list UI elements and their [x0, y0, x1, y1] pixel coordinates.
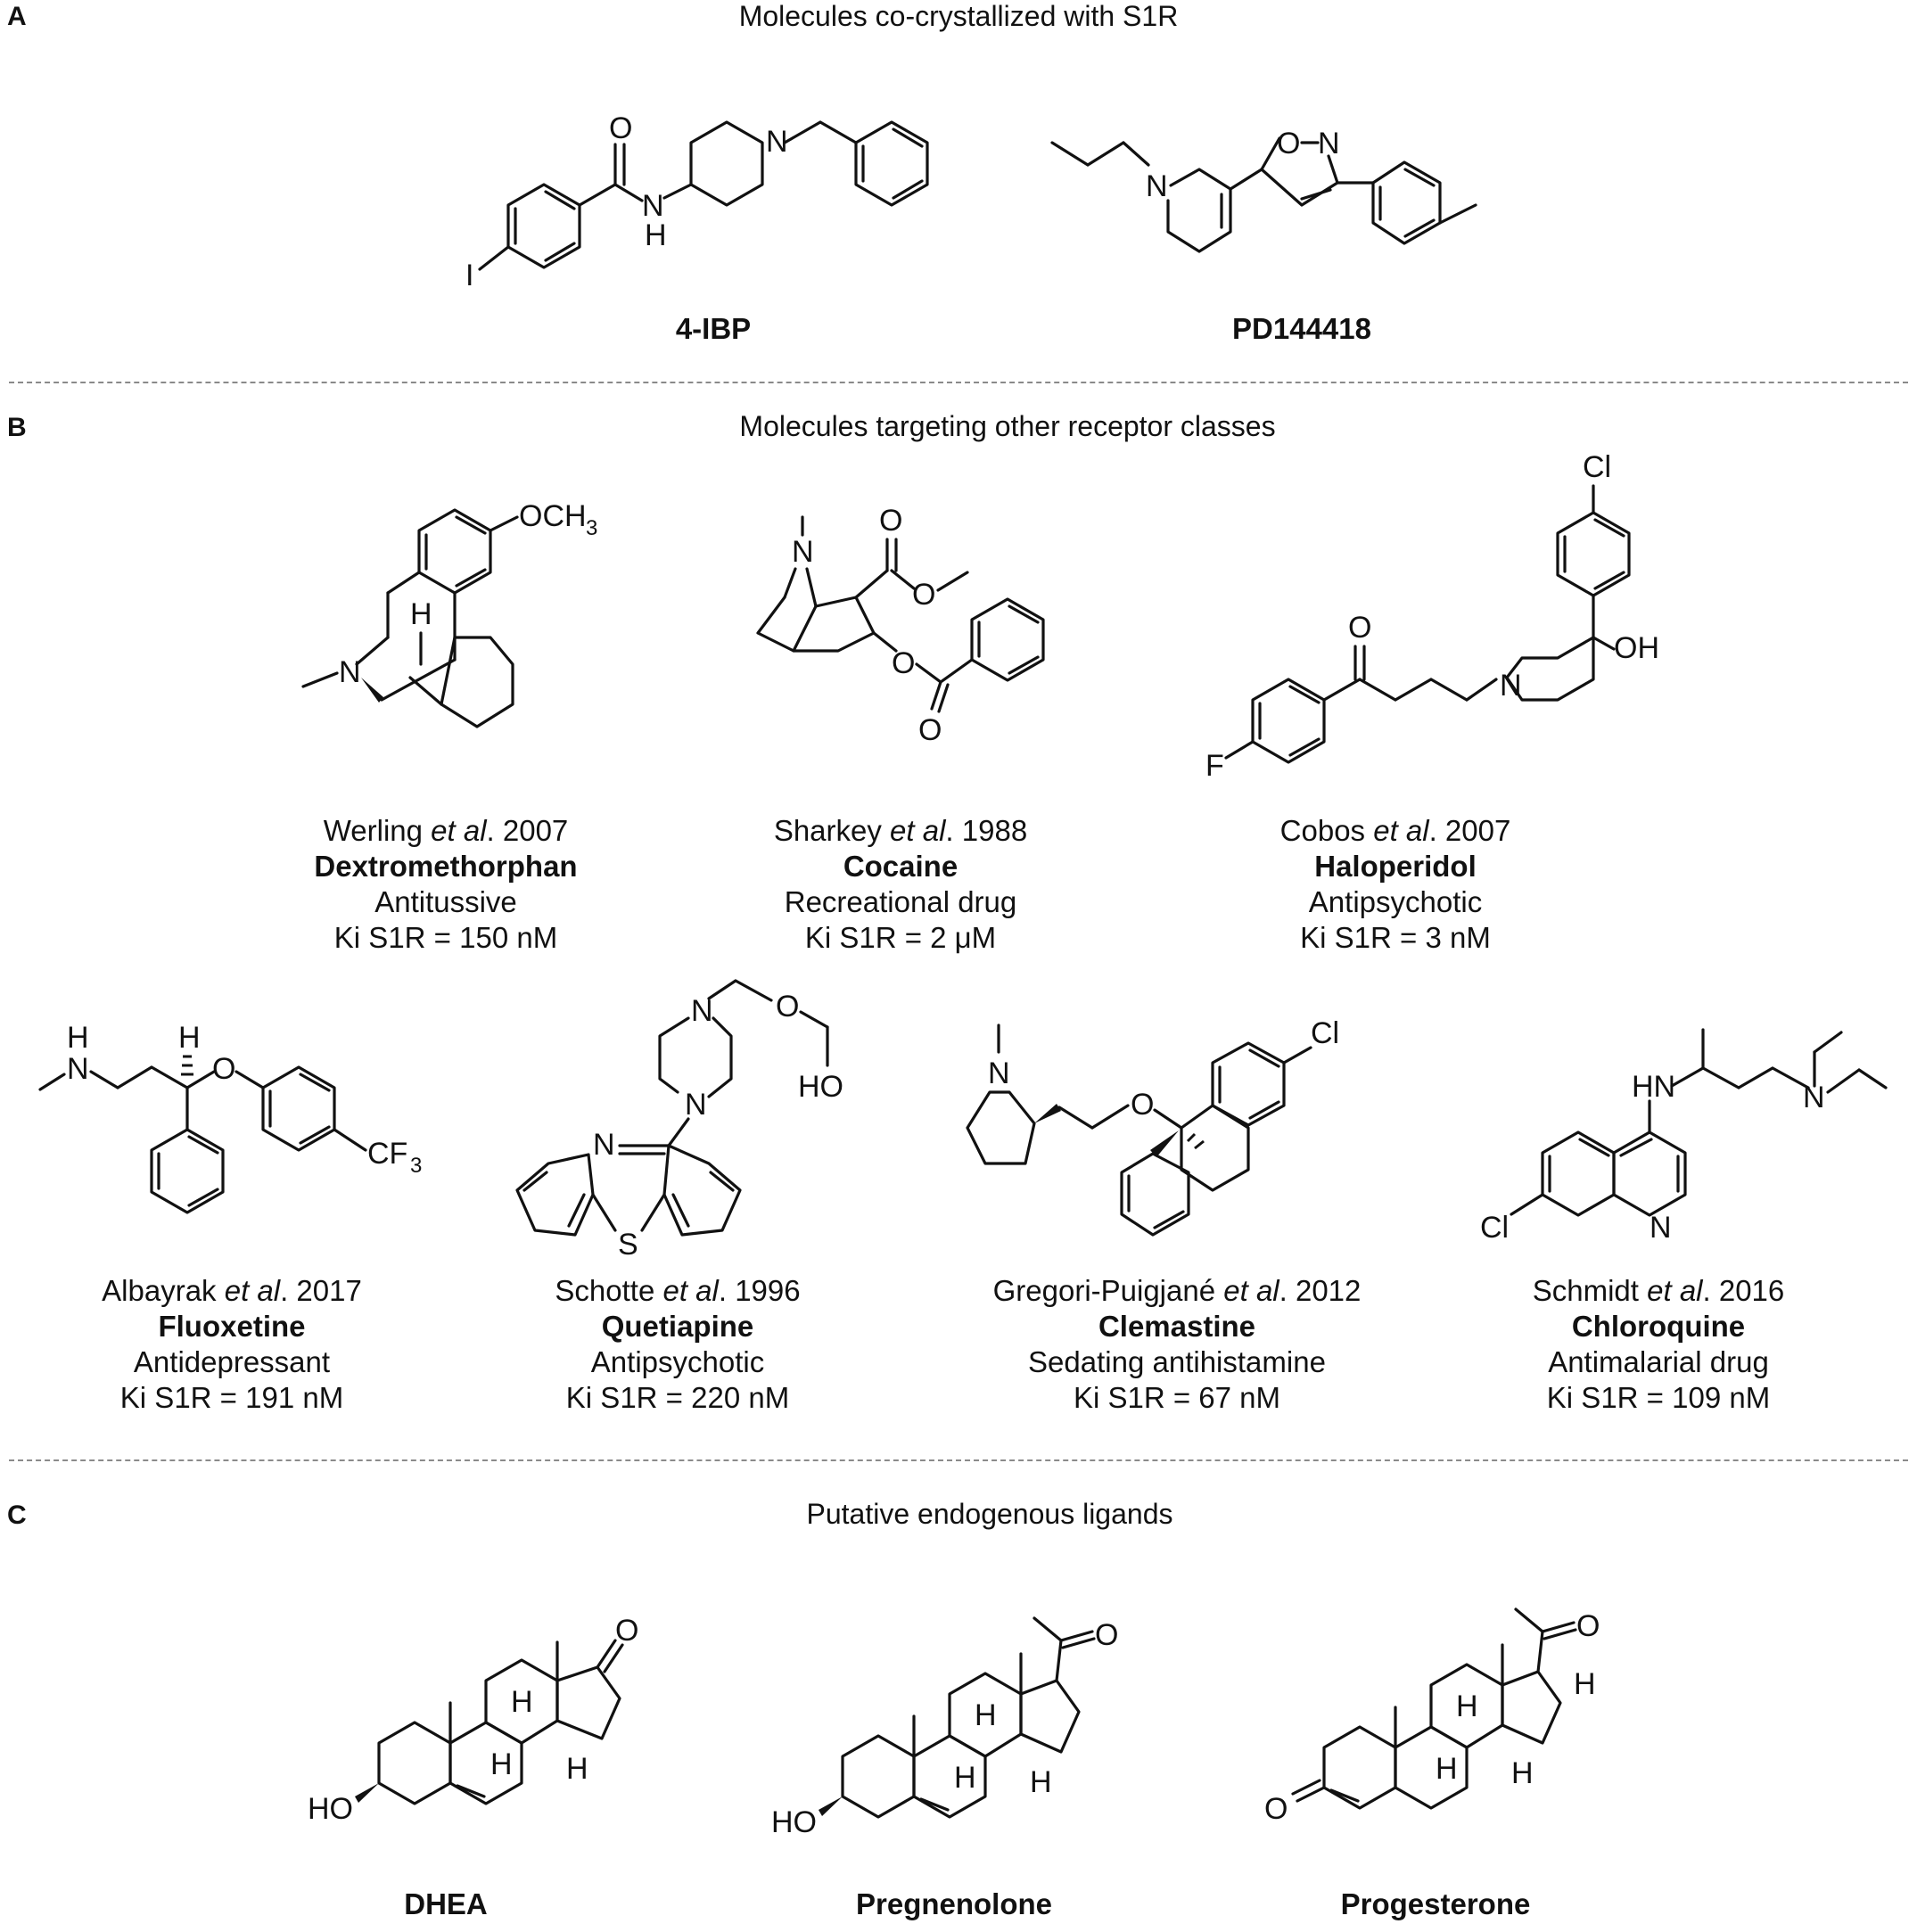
caption-chloroquine: Schmidt et al. 2016 Chloroquine Antimala… [1453, 1273, 1864, 1416]
svg-text:N: N [792, 535, 814, 569]
compound-name-cocaine: Cocaine [843, 850, 958, 883]
svg-text:H: H [67, 1021, 89, 1055]
svg-text:HN: HN [1632, 1070, 1675, 1104]
compound-name-pd144418: PD144418 [1232, 312, 1371, 345]
svg-text:H: H [975, 1698, 997, 1732]
svg-text:N: N [1650, 1211, 1672, 1245]
svg-text:N: N [1146, 169, 1168, 203]
svg-text:O: O [615, 1614, 638, 1648]
structure-chloroquine: HN N N Cl [1436, 1007, 1899, 1248]
atom-iodine: I [465, 259, 473, 292]
compound-name-quetiapine: Quetiapine [601, 1310, 754, 1343]
svg-text:HO: HO [798, 1070, 843, 1104]
svg-text:H: H [1436, 1752, 1458, 1786]
caption-haloperidol: Cobos et al. 2007 Haloperidol Antipsycho… [1204, 813, 1587, 956]
panel-b-title: Molecules targeting other receptor class… [739, 410, 1276, 442]
compound-name-progesterone: Progesterone [1340, 1887, 1531, 1920]
svg-text:H: H [490, 1747, 513, 1781]
svg-text:H: H [954, 1761, 976, 1795]
compound-name-4-ibp: 4-IBP [675, 312, 752, 345]
svg-text:N: N [988, 1056, 1010, 1090]
compound-name-clemastine: Clemastine [1098, 1310, 1256, 1343]
svg-text:HO: HO [308, 1792, 353, 1826]
svg-text:Cl: Cl [1311, 1016, 1339, 1050]
svg-text:N: N [67, 1052, 89, 1086]
panel-b-letter: B [7, 413, 27, 442]
structure-pd144418: N O N [1043, 116, 1525, 285]
svg-text:O: O [1348, 611, 1371, 645]
svg-text:O: O [1131, 1088, 1154, 1122]
svg-text:N: N [339, 655, 361, 689]
svg-text:N: N [1500, 669, 1522, 703]
svg-text:O: O [212, 1052, 235, 1086]
structure-cocaine: N O O O O [740, 504, 1079, 749]
compound-name-fluoxetine: Fluoxetine [158, 1310, 306, 1343]
structure-pregnenolone: O H H H HO [767, 1605, 1141, 1839]
svg-text:H: H [178, 1021, 201, 1055]
svg-text:O: O [776, 990, 799, 1024]
structure-dextromethorphan: OCH 3 N H [294, 490, 615, 749]
panel-a-title: Molecules co-crystallized with S1R [738, 0, 1179, 32]
divider-b-c [9, 1459, 1908, 1461]
svg-text:O: O [918, 713, 942, 747]
divider-a-b [9, 382, 1908, 383]
svg-text:N: N [642, 189, 664, 223]
caption-cocaine: Sharkey et al. 1988 Cocaine Recreational… [713, 813, 1088, 956]
svg-text:O: O [892, 646, 915, 680]
compound-name-chloroquine: Chloroquine [1571, 1310, 1746, 1343]
structure-progesterone: O H H H H O [1248, 1596, 1623, 1828]
caption-clemastine: Gregori-Puigjané et al. 2012 Clemastine … [963, 1273, 1391, 1416]
compound-name-pregnenolone: Pregnenolone [855, 1887, 1053, 1920]
caption-fluoxetine: Albayrak et al. 2017 Fluoxetine Antidepr… [36, 1273, 428, 1416]
structure-dhea: O H H H HO [303, 1605, 660, 1828]
svg-text:O: O [1277, 127, 1300, 160]
svg-text:O: O [1576, 1609, 1600, 1643]
svg-text:H: H [410, 597, 432, 631]
svg-text:3: 3 [586, 516, 597, 540]
panel-c-letter: C [7, 1500, 27, 1530]
svg-text:CF: CF [367, 1137, 407, 1171]
svg-text:H: H [1030, 1765, 1052, 1799]
svg-text:O: O [1264, 1792, 1288, 1826]
compound-name-dextromethorphan: Dextromethorphan [314, 850, 578, 883]
compound-name-dhea: DHEA [404, 1887, 488, 1920]
svg-text:OH: OH [1614, 631, 1659, 665]
caption-dextromethorphan: Werling et al. 2007 Dextromethorphan Ant… [250, 813, 642, 956]
structure-quetiapine: O HO N N N S [490, 972, 865, 1266]
structure-haloperidol: Cl OH N O F [1150, 446, 1659, 785]
svg-text:N: N [691, 994, 713, 1028]
svg-text:H: H [645, 218, 667, 252]
caption-quetiapine: Schotte et al. 1996 Quetiapine Antipsych… [481, 1273, 874, 1416]
svg-text:HO: HO [771, 1805, 817, 1839]
svg-text:O: O [1095, 1618, 1118, 1652]
svg-text:O: O [879, 504, 902, 538]
panel-c-title: Putative endogenous ligands [806, 1498, 1173, 1530]
svg-text:H: H [1456, 1689, 1478, 1723]
svg-text:3: 3 [410, 1154, 422, 1178]
svg-text:H: H [1574, 1667, 1596, 1701]
structure-fluoxetine: H N H O CF 3 [36, 1016, 446, 1239]
svg-text:O: O [912, 578, 935, 612]
svg-text:F: F [1205, 749, 1224, 783]
panel-a-letter: A [7, 2, 27, 31]
svg-text:N: N [685, 1088, 707, 1122]
structure-clemastine: N O Cl [945, 1016, 1373, 1239]
svg-text:Cl: Cl [1583, 450, 1611, 484]
svg-text:Cl: Cl [1480, 1211, 1509, 1245]
structure-4-ibp: I O N H N [464, 98, 945, 294]
svg-text:H: H [1511, 1756, 1534, 1790]
svg-text:S: S [618, 1228, 638, 1262]
compound-name-haloperidol: Haloperidol [1314, 850, 1477, 883]
svg-text:H: H [511, 1685, 533, 1719]
svg-text:OCH: OCH [519, 499, 587, 533]
atom-oxygen: O [609, 111, 632, 145]
svg-text:N: N [593, 1128, 615, 1162]
svg-text:H: H [566, 1752, 588, 1786]
